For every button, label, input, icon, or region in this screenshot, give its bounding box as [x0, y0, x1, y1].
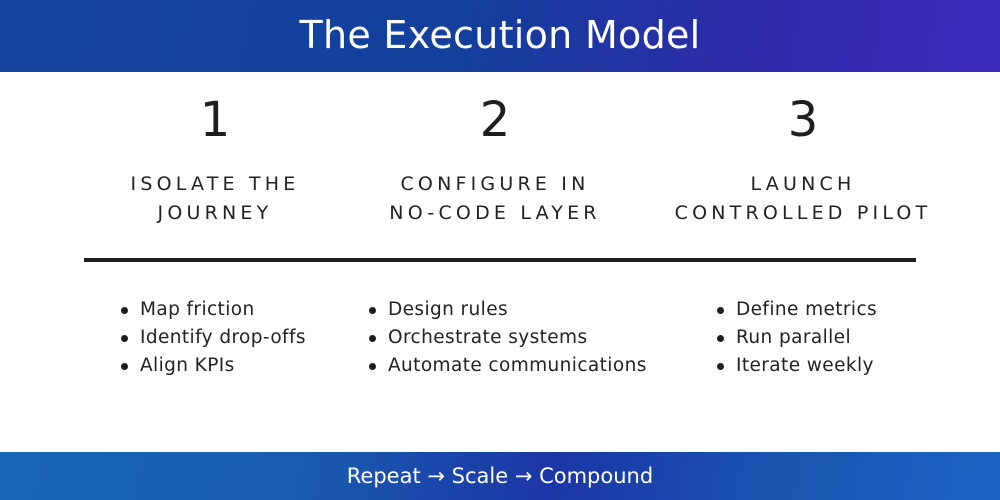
step-3-bullet-list: Define metrics Run parallel Iterate week…	[714, 296, 877, 380]
list-item: Iterate weekly	[714, 352, 877, 380]
bullet-icon	[121, 335, 128, 342]
step-title: ISOLATE THE JOURNEY	[115, 170, 315, 228]
bullet-icon	[369, 335, 376, 342]
list-item: Define metrics	[714, 296, 877, 324]
step-1: 1 ISOLATE THE JOURNEY	[115, 92, 315, 228]
step-title-line: LAUNCH	[750, 173, 856, 195]
list-item: Align KPIs	[118, 352, 306, 380]
step-number: 2	[479, 92, 511, 148]
bullet-icon	[369, 363, 376, 370]
page-title: The Execution Model	[299, 13, 701, 57]
horizontal-divider	[84, 258, 916, 262]
step-title-line: CONTROLLED PILOT	[674, 202, 932, 224]
list-item: Identify drop-offs	[118, 324, 306, 352]
step-title-line: JOURNEY	[157, 202, 273, 224]
bullet-icon	[717, 335, 724, 342]
header-banner: The Execution Model	[0, 0, 1000, 72]
step-title: CONFIGURE IN NO-CODE LAYER	[365, 170, 625, 228]
footer-tagline: Repeat → Scale → Compound	[346, 464, 654, 488]
step-1-bullet-list: Map friction Identify drop-offs Align KP…	[118, 296, 306, 380]
step-title-line: CONFIGURE IN	[400, 173, 590, 195]
footer-banner: Repeat → Scale → Compound	[0, 452, 1000, 500]
list-item: Run parallel	[714, 324, 877, 352]
step-2-bullet-list: Design rules Orchestrate systems Automat…	[366, 296, 647, 380]
step-title-line: NO-CODE LAYER	[389, 202, 601, 224]
bullet-icon	[717, 307, 724, 314]
step-2: 2 CONFIGURE IN NO-CODE LAYER	[365, 92, 625, 228]
list-item: Map friction	[118, 296, 306, 324]
bullet-icon	[121, 363, 128, 370]
list-item: Orchestrate systems	[366, 324, 647, 352]
step-number: 1	[199, 92, 231, 148]
step-title: LAUNCH CONTROLLED PILOT	[663, 170, 943, 228]
step-title-line: ISOLATE THE	[130, 173, 300, 195]
step-3: 3 LAUNCH CONTROLLED PILOT	[663, 92, 943, 228]
bullet-icon	[369, 307, 376, 314]
bullet-icon	[717, 363, 724, 370]
bullet-icon	[121, 307, 128, 314]
list-item: Automate communications	[366, 352, 647, 380]
step-number: 3	[787, 92, 819, 148]
list-item: Design rules	[366, 296, 647, 324]
